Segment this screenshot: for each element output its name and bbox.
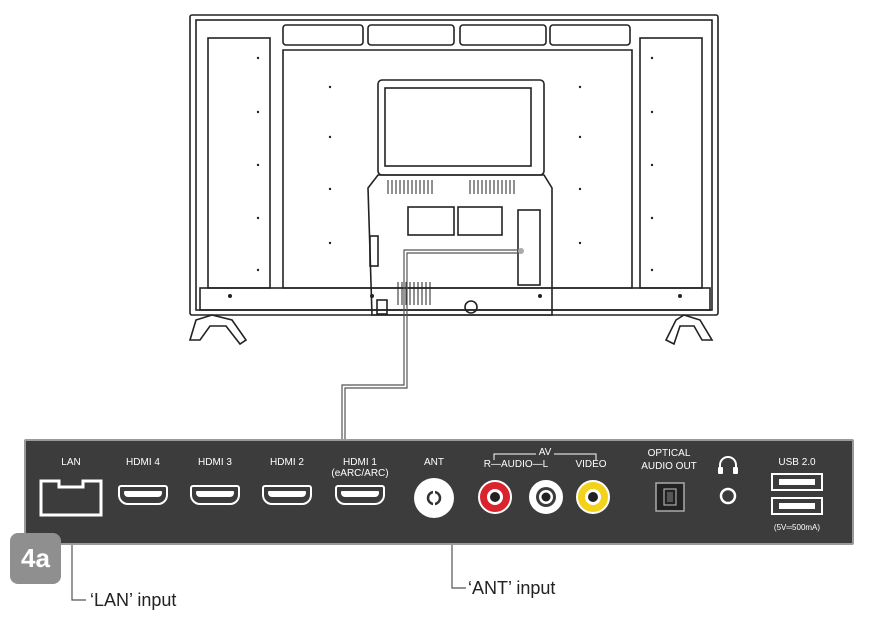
hdmi4-port: [118, 485, 168, 505]
label-usb: USB 2.0: [778, 457, 816, 468]
label-video: VIDEO: [575, 459, 607, 470]
figure-label-badge: 4a: [10, 533, 61, 584]
label-hdmi4: HDMI 4: [126, 457, 160, 468]
audio-l-port: [529, 480, 563, 514]
label-hdmi3: HDMI 3: [198, 457, 232, 468]
hdmi3-port: [190, 485, 240, 505]
hdmi2-port: [262, 485, 312, 505]
lan-port: [39, 479, 103, 517]
headphone-jack: [719, 487, 737, 505]
callout-lan-input: ‘LAN’ input: [90, 590, 177, 610]
label-hdmi1: HDMI 1: [343, 457, 377, 468]
label-optical: OPTICAL: [647, 448, 691, 459]
label-ant: ANT: [424, 457, 444, 468]
label-usb-sub: (5V═500mA): [773, 523, 821, 532]
label-hdmi2: HDMI 2: [270, 457, 304, 468]
optical-port: [655, 482, 685, 512]
label-optical-sub: AUDIO OUT: [641, 461, 697, 472]
label-lan: LAN: [61, 457, 81, 468]
ant-port: [414, 478, 454, 518]
audio-r-port: [478, 480, 512, 514]
label-audio-rl: R—AUDIO—L: [483, 459, 549, 470]
label-av: AV: [538, 447, 552, 458]
usb-port-1: [771, 473, 823, 491]
callout-ant-input: ‘ANT’ input: [468, 578, 556, 598]
av-bracket: [493, 453, 597, 460]
usb-port-2: [771, 497, 823, 515]
video-port: [576, 480, 610, 514]
headphones-icon: [718, 456, 738, 474]
hdmi1-port: [335, 485, 385, 505]
label-hdmi1-sub: (eARC/ARC): [331, 468, 389, 479]
